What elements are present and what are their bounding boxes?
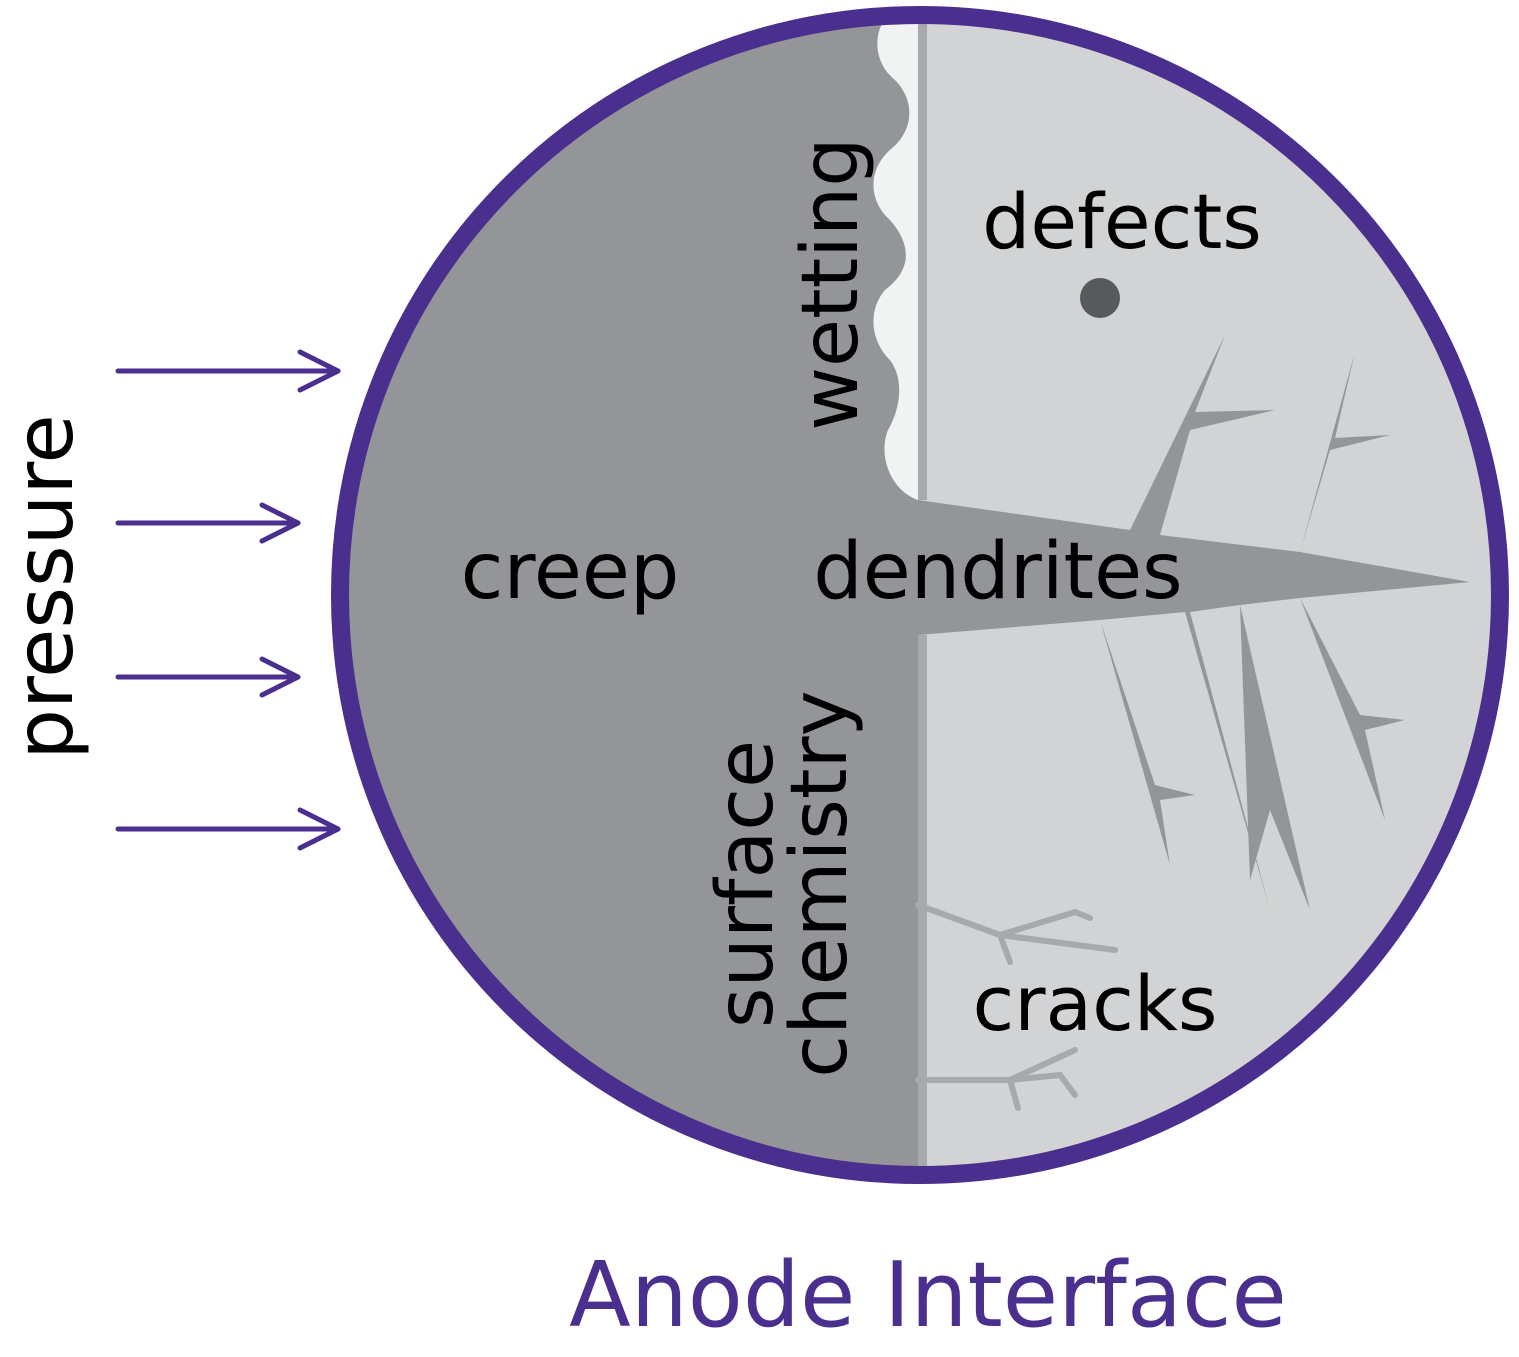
wetting-gap — [873, 15, 918, 500]
arrow-right-icon — [115, 502, 301, 544]
crack-lower — [915, 1047, 1078, 1111]
arrow-right-icon — [115, 807, 341, 851]
anode-region — [340, 15, 1470, 1175]
surface-label: surface — [701, 740, 791, 1028]
dot-icon — [1080, 278, 1120, 318]
interface-line-upper — [918, 15, 927, 500]
interface-line-lower — [918, 635, 927, 1175]
interface-circle-border — [331, 6, 1509, 1184]
wetting-label: wetting — [786, 137, 876, 431]
dendrites-label: dendrites — [813, 527, 1182, 617]
cracks-label: cracks — [973, 959, 1218, 1048]
pressure-label: pressure — [0, 414, 91, 760]
chemistry-label: chemistry — [775, 690, 865, 1077]
crack-upper — [915, 902, 1118, 965]
defects-label: defects — [982, 177, 1262, 266]
arrow-right-icon — [115, 349, 341, 393]
arrow-right-icon — [115, 656, 301, 698]
creep-label: creep — [461, 527, 680, 617]
diagram-title: Anode Interface — [569, 1243, 1287, 1348]
